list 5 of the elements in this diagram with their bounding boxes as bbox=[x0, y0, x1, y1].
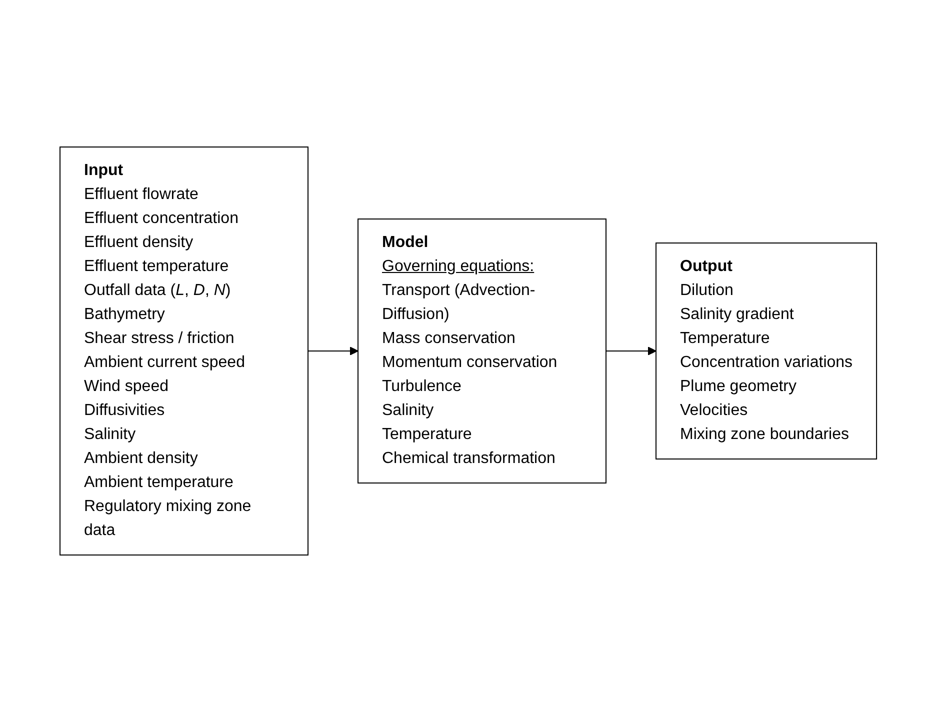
arrow bbox=[307, 346, 358, 356]
arrow bbox=[605, 346, 656, 356]
node-box bbox=[59, 146, 308, 556]
node-box bbox=[357, 218, 606, 484]
node-box bbox=[655, 242, 877, 460]
